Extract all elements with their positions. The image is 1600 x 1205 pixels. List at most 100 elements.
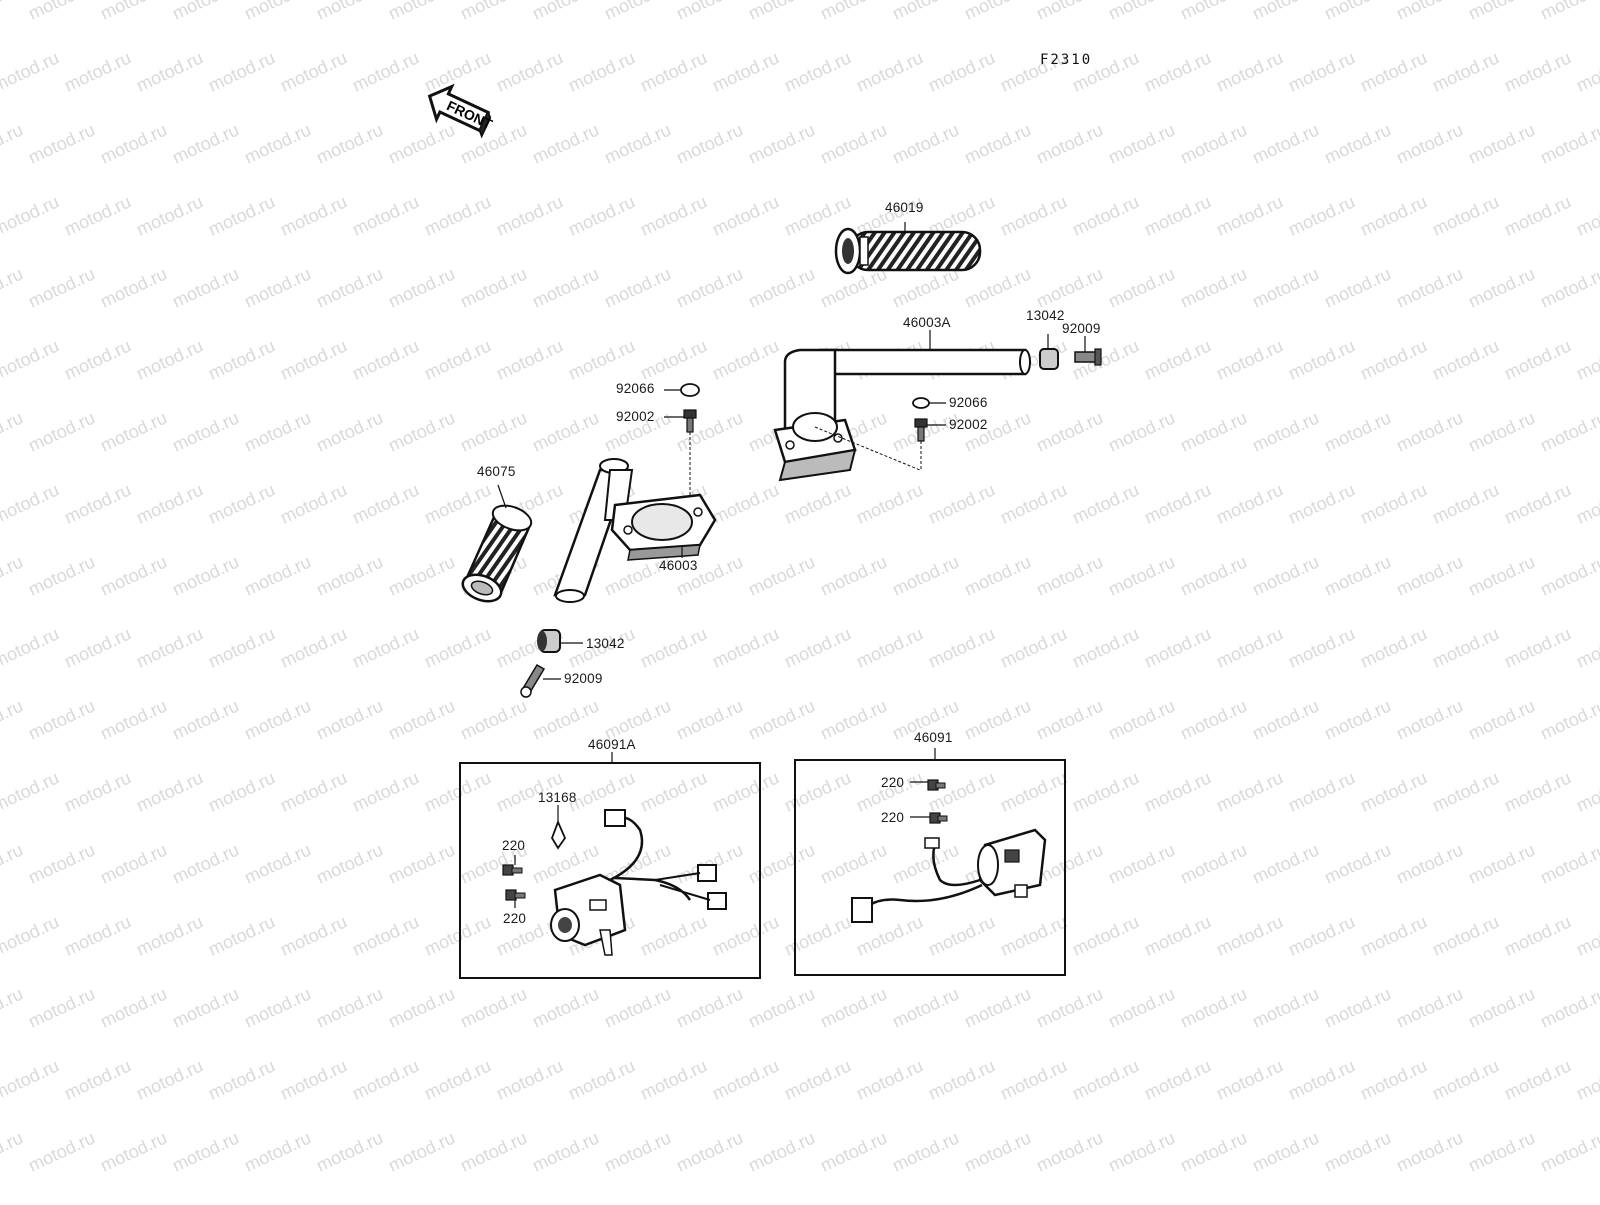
watermark-text: motod.ru (241, 551, 314, 599)
watermark-text: motod.ru (1429, 191, 1502, 239)
watermark-text: motod.ru (169, 839, 242, 887)
label-left-cap: 92066 (616, 381, 655, 396)
label-left-handlebar: 46003 (659, 558, 698, 573)
watermark-text: motod.ru (1393, 695, 1466, 743)
watermark-text: motod.ru (1105, 839, 1178, 887)
watermark-text: motod.ru (169, 0, 242, 24)
watermark-text: motod.ru (1537, 983, 1600, 1031)
watermark-text: motod.ru (277, 623, 350, 671)
watermark-text: motod.ru (133, 479, 206, 527)
watermark-text: motod.ru (529, 119, 602, 167)
watermark-text: motod.ru (997, 479, 1070, 527)
watermark-text: motod.ru (529, 0, 602, 24)
watermark-text: motod.ru (709, 479, 782, 527)
watermark-text: motod.ru (349, 1055, 422, 1103)
watermark-text: motod.ru (133, 911, 206, 959)
watermark-text: motod.ru (601, 119, 674, 167)
watermark-text: motod.ru (385, 263, 458, 311)
watermark-text: motod.ru (1573, 911, 1600, 959)
watermark-text: motod.ru (817, 551, 890, 599)
watermark-text: motod.ru (1141, 479, 1214, 527)
watermark-text: motod.ru (853, 479, 926, 527)
watermark-text: motod.ru (0, 767, 62, 815)
watermark-text: motod.ru (673, 263, 746, 311)
watermark-text: motod.ru (1393, 551, 1466, 599)
watermark-text: motod.ru (1285, 767, 1358, 815)
watermark-text: motod.ru (97, 983, 170, 1031)
watermark-text: motod.ru (61, 911, 134, 959)
right-handlebar-switch (851, 828, 1047, 923)
watermark-text: motod.ru (1501, 479, 1574, 527)
right-switch-box (794, 748, 1066, 976)
watermark-text: motod.ru (673, 695, 746, 743)
watermark-text: motod.ru (1393, 263, 1466, 311)
watermark-text: motod.ru (25, 119, 98, 167)
watermark-text: motod.ru (0, 119, 26, 167)
watermark-text: motod.ru (889, 119, 962, 167)
watermark-text: motod.ru (1141, 47, 1214, 95)
watermark-text: motod.ru (889, 983, 962, 1031)
watermark-text: motod.ru (1465, 983, 1538, 1031)
watermark-text: motod.ru (1069, 767, 1142, 815)
watermark-text: motod.ru (313, 551, 386, 599)
watermark-text: motod.ru (1249, 1127, 1322, 1175)
watermark-text: motod.ru (133, 1055, 206, 1103)
watermark-text: motod.ru (169, 551, 242, 599)
watermark-text: motod.ru (493, 47, 566, 95)
watermark-text: motod.ru (781, 911, 854, 959)
watermark-text: motod.ru (25, 1127, 98, 1175)
watermark-text: motod.ru (1105, 695, 1178, 743)
watermark-text: motod.ru (133, 191, 206, 239)
watermark-text: motod.ru (709, 335, 782, 383)
label-left-weight-screw: 92009 (564, 671, 603, 686)
watermark-text: motod.ru (997, 1055, 1070, 1103)
watermark-text: motod.ru (1573, 767, 1600, 815)
label-right-weight-screw: 92009 (1062, 321, 1101, 336)
watermark-text: motod.ru (385, 407, 458, 455)
watermark-text: motod.ru (1033, 983, 1106, 1031)
watermark-text: motod.ru (97, 407, 170, 455)
watermark-text: motod.ru (385, 0, 458, 24)
watermark-text: motod.ru (925, 47, 998, 95)
watermark-text: motod.ru (601, 983, 674, 1031)
watermark-text: motod.ru (1321, 0, 1394, 24)
watermark-text: motod.ru (745, 263, 818, 311)
watermark-text: motod.ru (25, 983, 98, 1031)
watermark-text: motod.ru (0, 983, 26, 1031)
watermark-text: motod.ru (0, 0, 26, 24)
watermark-text: motod.ru (709, 191, 782, 239)
right-handlebar-cap (912, 397, 946, 409)
watermark-text: motod.ru (1069, 1055, 1142, 1103)
watermark-text: motod.ru (961, 551, 1034, 599)
left-weight-screw (520, 663, 561, 698)
watermark-text: motod.ru (205, 47, 278, 95)
watermark-text: motod.ru (1465, 839, 1538, 887)
watermark-text: motod.ru (1141, 911, 1214, 959)
watermark-text: motod.ru (97, 263, 170, 311)
watermark-text: motod.ru (61, 47, 134, 95)
watermark-text: motod.ru (781, 479, 854, 527)
watermark-text: motod.ru (1537, 1127, 1600, 1175)
watermark-text: motod.ru (277, 335, 350, 383)
watermark-text: motod.ru (1393, 1127, 1466, 1175)
watermark-text: motod.ru (745, 119, 818, 167)
watermark-text: motod.ru (61, 191, 134, 239)
watermark-text: motod.ru (565, 191, 638, 239)
watermark-text: motod.ru (1501, 623, 1574, 671)
label-right-switch-screw-top: 220 (881, 775, 905, 790)
watermark-text: motod.ru (0, 263, 26, 311)
watermark-text: motod.ru (1537, 695, 1600, 743)
watermark-text: motod.ru (1285, 623, 1358, 671)
watermark-text: motod.ru (889, 0, 962, 24)
watermark-text: motod.ru (529, 407, 602, 455)
watermark-text: motod.ru (25, 551, 98, 599)
watermark-text: motod.ru (97, 839, 170, 887)
watermark-text: motod.ru (205, 1055, 278, 1103)
watermark-text: motod.ru (1429, 623, 1502, 671)
watermark-text: motod.ru (313, 263, 386, 311)
watermark-text: motod.ru (1177, 407, 1250, 455)
watermark-text: motod.ru (1465, 695, 1538, 743)
watermark-text: motod.ru (817, 119, 890, 167)
watermark-text: motod.ru (1429, 335, 1502, 383)
watermark-text: motod.ru (313, 0, 386, 24)
